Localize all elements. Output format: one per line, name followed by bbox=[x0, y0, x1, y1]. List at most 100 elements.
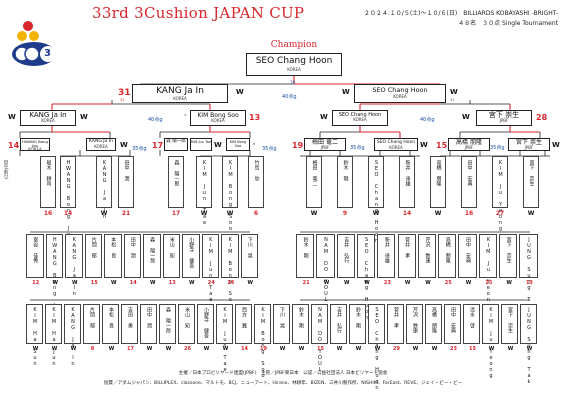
final-left-name: KANG Ja In bbox=[156, 86, 204, 96]
player-score: 21 bbox=[302, 280, 310, 286]
round3-slot: KIM Jun Tae bbox=[196, 156, 212, 226]
player-name: KIM Bong Soo bbox=[260, 307, 266, 379]
player-score: W bbox=[146, 346, 153, 352]
round3-name: 梅田 竜二 bbox=[311, 160, 318, 186]
player-name: 吉井 弘行 bbox=[343, 237, 350, 263]
r3-2-country: KOREA bbox=[94, 143, 108, 149]
round3-slot: KANG Ja In bbox=[96, 156, 112, 220]
player-slot: KIM Ha Sun bbox=[26, 304, 43, 367]
player-name: 下川 晃 bbox=[279, 307, 285, 328]
player-score: 14 bbox=[129, 280, 137, 286]
player-slot: 菅井 孝 bbox=[397, 234, 416, 278]
player-name: 菅井 孝 bbox=[393, 307, 399, 328]
player-name: 芹沢 数康 bbox=[412, 307, 418, 333]
r3-1-country: KOREA bbox=[28, 146, 42, 152]
qf-left-inning-a: 35点g bbox=[132, 146, 147, 152]
player-slot: 高橋 朋隆 bbox=[425, 304, 442, 344]
player-name: KANG Ja In bbox=[71, 237, 78, 297]
player-score: W bbox=[506, 280, 512, 286]
qf2-inning: 35点g bbox=[490, 145, 505, 151]
qf1-left-box: 梅田 竜二 JPBF bbox=[304, 138, 346, 151]
qf1-right-score: W bbox=[420, 141, 428, 149]
player-slot: 片岡 郁 bbox=[83, 304, 100, 344]
r3-6-score: 6 bbox=[253, 142, 256, 146]
round3-name: SEO Chang Hoon bbox=[373, 160, 380, 244]
round3-score: W bbox=[434, 210, 442, 217]
player-name: 鈴木 剛 bbox=[355, 307, 361, 328]
player-slot: 本松 良 bbox=[104, 234, 122, 278]
player-score: 14 bbox=[241, 346, 248, 352]
qf2-right-name: 宮下 崇生 bbox=[516, 139, 542, 146]
r3-3-name: 森 陽一郎 bbox=[166, 139, 186, 144]
final-right-sub: 33 bbox=[450, 98, 455, 102]
round3-name: 高橋 朋隆 bbox=[435, 160, 442, 186]
player-slot: KIM Ju Yeong bbox=[478, 234, 497, 309]
player-name: 田中 宏典 bbox=[465, 237, 472, 263]
qf2-right-country: JPBF bbox=[524, 145, 534, 150]
semi1-right-score: 13 bbox=[249, 113, 261, 122]
player-score: W bbox=[32, 346, 39, 352]
player-slot: 本松 良 bbox=[102, 304, 119, 344]
player-slot: 吉田 勇 bbox=[121, 304, 138, 344]
player-slot: KIM Bong Soo bbox=[221, 234, 239, 309]
player-score: W bbox=[247, 280, 253, 286]
player-slot: 菅井 孝 bbox=[387, 304, 404, 344]
player-slot: 米山 知 bbox=[162, 234, 180, 278]
round3-name: KIM Ju Yeong bbox=[497, 160, 504, 232]
semi1-left-name: KANG Ja In bbox=[29, 111, 67, 119]
round3-slot: 田中 宏典 bbox=[461, 156, 477, 208]
round3-score: 6 bbox=[253, 210, 259, 217]
player-score: 23 bbox=[383, 280, 391, 286]
round3-name: 鈴木 剛 bbox=[342, 160, 349, 181]
logo-number: 3 bbox=[44, 48, 51, 59]
round3-name: 船木 耕司 bbox=[45, 160, 52, 186]
round3-slot: 竹島 欣 bbox=[248, 156, 264, 208]
player-name: 片岡 郁 bbox=[90, 237, 97, 258]
round3-name: KIM Bong Soo bbox=[227, 160, 234, 232]
player-name: 高橋 朋隆 bbox=[444, 237, 451, 263]
qf1-left-score: 19 bbox=[292, 141, 304, 150]
qf2-left-country: JPBF bbox=[464, 145, 474, 150]
player-score: W bbox=[203, 346, 210, 352]
player-score: 17 bbox=[127, 346, 134, 352]
player-score: W bbox=[222, 346, 229, 352]
player-slot: 西方 翼 bbox=[235, 304, 252, 344]
player-score: W bbox=[165, 346, 172, 352]
player-slot: 下川 晃 bbox=[273, 304, 290, 344]
date-line: ２０２４.１０/５(土)～１０/６(日) BILLIARDS KOBAYASHI… bbox=[363, 10, 558, 17]
player-name: 室谷 佳秀 bbox=[32, 237, 39, 263]
player-slot: 芹沢 数康 bbox=[417, 234, 437, 278]
player-score: W bbox=[52, 280, 58, 286]
semi1-left-box: KANG Ja In KOREA bbox=[20, 110, 76, 126]
semi1-left-score: W bbox=[8, 113, 16, 121]
r3-5-box: KIM Bong Soo bbox=[226, 138, 250, 151]
final-left-country: KOREA bbox=[173, 96, 187, 101]
player-score: 25 bbox=[444, 280, 452, 286]
player-score: W bbox=[364, 280, 370, 286]
round3-score: 27 bbox=[495, 210, 505, 217]
player-slot: KIM Ha Jun bbox=[45, 304, 62, 367]
format-line: ４８名 ３０点 Single Tournament bbox=[458, 20, 558, 27]
player-slot: 新井 達雄 bbox=[377, 234, 396, 278]
qf1-left-name: 梅田 竜二 bbox=[312, 139, 338, 146]
player-score: 15 bbox=[469, 346, 476, 352]
r3-4-score: W bbox=[214, 141, 222, 149]
player-name: KANG Ja In bbox=[70, 307, 76, 367]
round3-score: 16 bbox=[43, 210, 53, 217]
player-score: 25 bbox=[485, 280, 493, 286]
r3-4-name: KIM Jun Tae bbox=[191, 140, 211, 144]
player-name: 芹沢 数康 bbox=[424, 237, 431, 263]
round3-name: KANG Ja In bbox=[101, 160, 108, 220]
semi2-left-country: KOREA bbox=[353, 117, 367, 122]
player-score: 29 bbox=[393, 346, 400, 352]
r3-1-name: HWANG Bong Joo bbox=[22, 139, 48, 148]
player-name: 高橋 朋隆 bbox=[431, 307, 437, 333]
player-name: KIM Ha Jun bbox=[51, 307, 57, 367]
player-score: W bbox=[425, 280, 431, 286]
player-slot: 清水 啓 bbox=[463, 304, 480, 344]
final-left-box: KANG Ja In KOREA bbox=[132, 84, 228, 103]
player-slot: 鈴木 剛 bbox=[349, 304, 366, 344]
round3-slot: SEO Chang Hoon bbox=[368, 156, 384, 244]
